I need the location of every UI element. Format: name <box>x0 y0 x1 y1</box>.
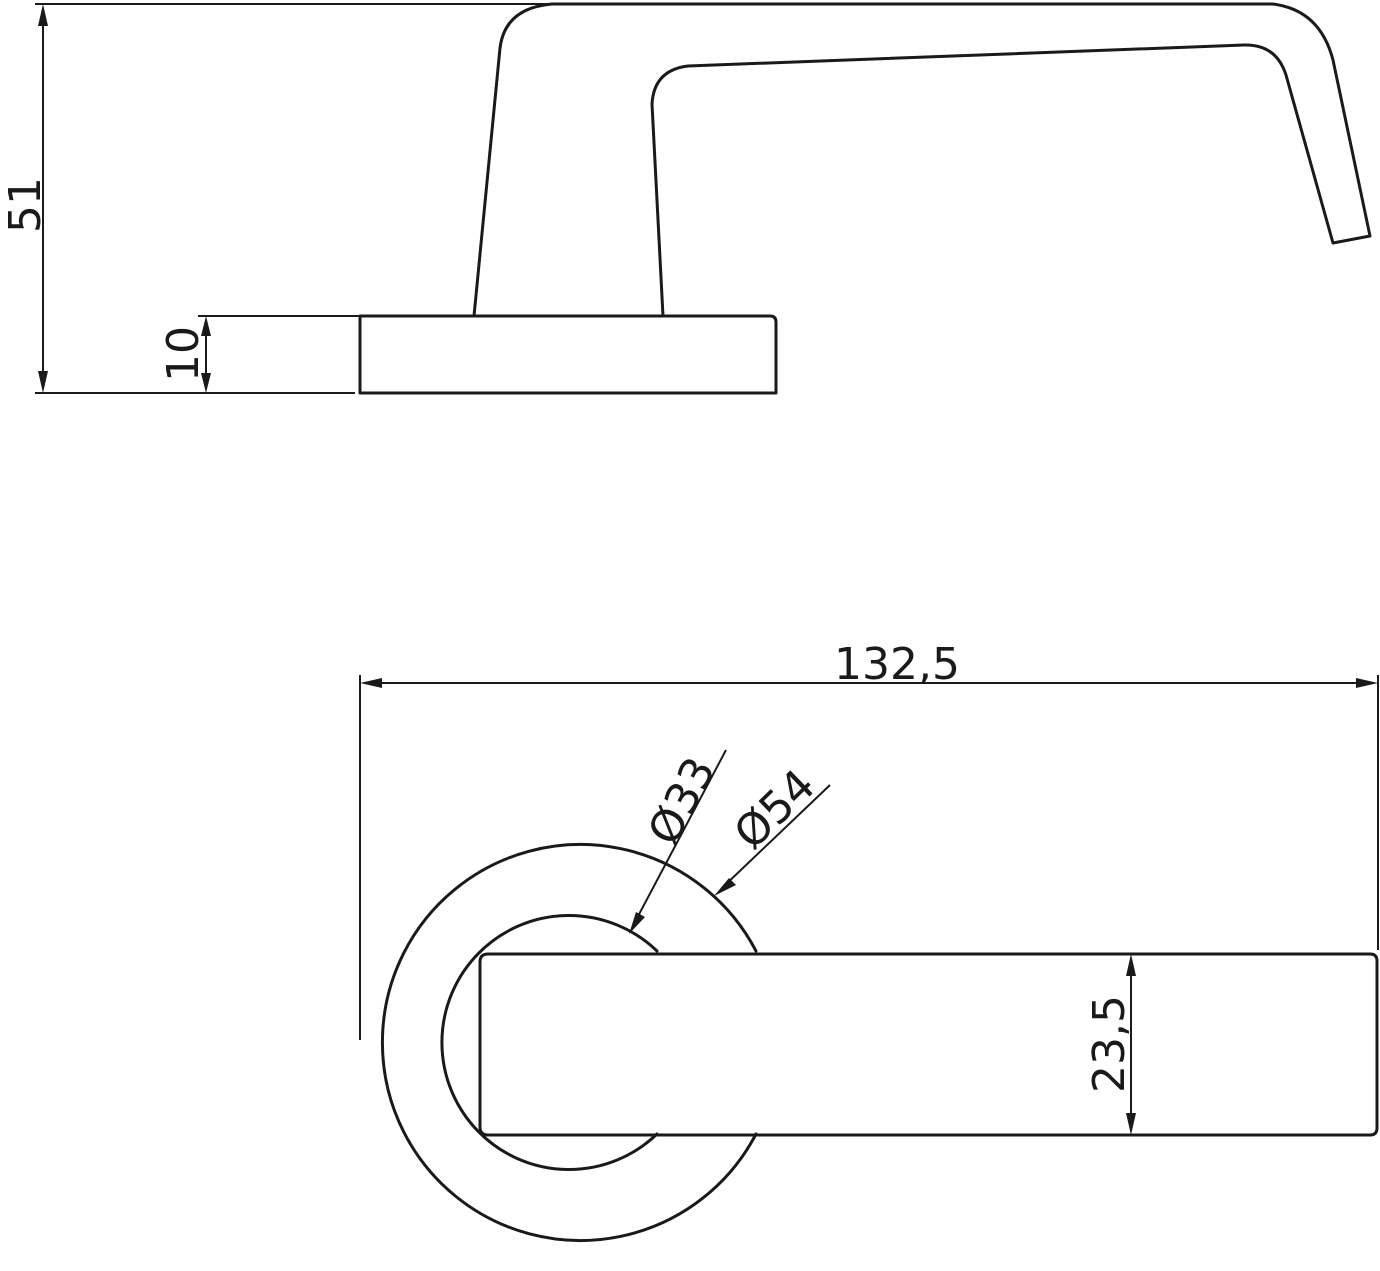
lever-body-top <box>478 952 1379 1137</box>
dimension-inner-diameter: Ø33 <box>629 749 727 934</box>
dimension-rose-thickness: 10 <box>158 315 360 393</box>
side-view <box>358 2 1372 395</box>
inner-diameter-label: Ø33 <box>638 749 726 853</box>
rose-inner-circle <box>440 914 659 1171</box>
rose-thickness-label: 10 <box>158 326 209 382</box>
dimension-outer-diameter: Ø54 <box>714 760 831 896</box>
lever-profile-side <box>472 2 1372 318</box>
rose-base-side <box>358 314 778 395</box>
top-view <box>380 843 1379 1242</box>
dimension-total-height: 51 <box>0 3 552 394</box>
total-length-label: 132,5 <box>834 639 960 690</box>
rose-outer-circle <box>380 843 758 1242</box>
outer-diameter-label: Ø54 <box>725 760 826 860</box>
lever-width-label: 23,5 <box>1084 995 1135 1093</box>
dimension-lever-width: 23,5 <box>1084 954 1136 1135</box>
dimension-total-length: 132,5 <box>359 639 1379 1040</box>
total-height-label: 51 <box>0 177 51 233</box>
